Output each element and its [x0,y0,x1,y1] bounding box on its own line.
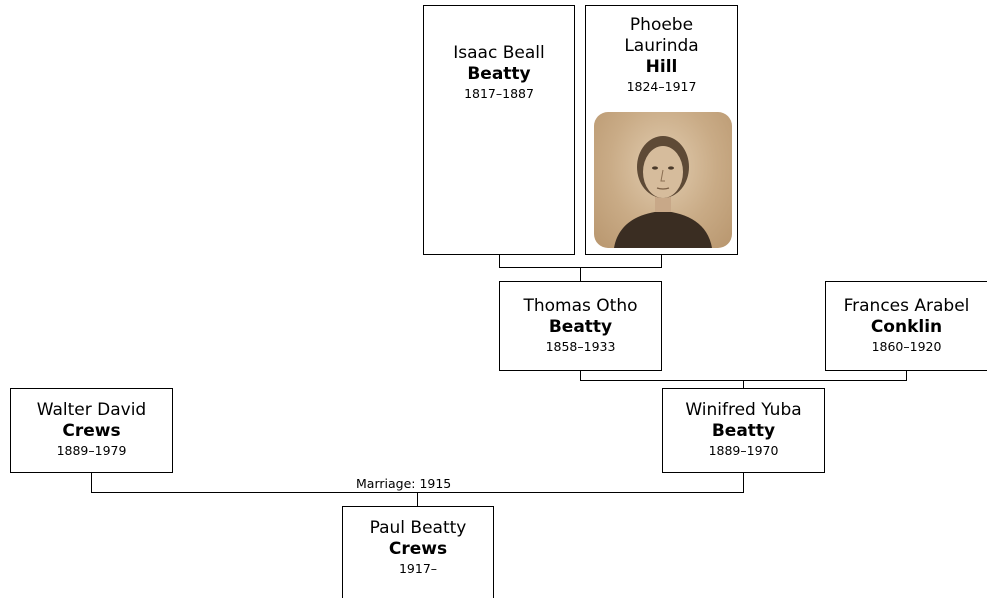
given-name: Paul Beatty [369,518,467,538]
given-name: Winifred Yuba [685,400,802,420]
person-card-frances-conklin[interactable]: Frances Arabel Conklin 1860–1920 [825,281,987,371]
surname: Hill [645,57,678,77]
given-name: Walter David [36,400,147,420]
connector-line [743,380,744,388]
person-card-phoebe-hill[interactable]: Phoebe Laurinda Hill 1824–1917 [585,5,738,255]
connector-line [91,472,92,492]
person-card-isaac-beatty[interactable]: Isaac Beall Beatty 1817–1887 [423,5,575,255]
life-dates: 1889–1970 [708,443,779,458]
given-name: Frances Arabel [843,296,970,316]
given-name: Phoebe Laurinda [624,15,699,56]
surname: Beatty [548,317,613,337]
marriage-label: Marriage: 1915 [354,476,454,491]
connector-line [580,267,581,281]
person-card-thomas-beatty[interactable]: Thomas Otho Beatty 1858–1933 [499,281,662,371]
life-dates: 1817–1887 [464,86,534,101]
connector-line [906,370,907,380]
life-dates: 1860–1920 [871,339,942,354]
life-dates: 1917– [398,561,438,576]
connector-line [743,472,744,492]
life-dates: 1858–1933 [545,339,616,354]
surname: Beatty [711,421,776,441]
connector-line [417,492,418,506]
portrait-photo[interactable] [594,112,732,248]
surname: Beatty [467,64,531,84]
connector-line [580,370,581,380]
surname: Crews [388,539,448,559]
connector-line [499,254,500,267]
person-card-walter-crews[interactable]: Walter David Crews 1889–1979 [10,388,173,473]
given-name: Thomas Otho [523,296,638,316]
given-name: Isaac Beall [453,43,545,63]
life-dates: 1824–1917 [626,79,697,94]
person-card-paul-crews[interactable]: Paul Beatty Crews 1917– [342,506,494,598]
life-dates: 1889–1979 [56,443,127,458]
person-card-winifred-beatty[interactable]: Winifred Yuba Beatty 1889–1970 [662,388,825,473]
surname: Conklin [870,317,943,337]
connector-line [661,254,662,267]
surname: Crews [62,421,121,441]
